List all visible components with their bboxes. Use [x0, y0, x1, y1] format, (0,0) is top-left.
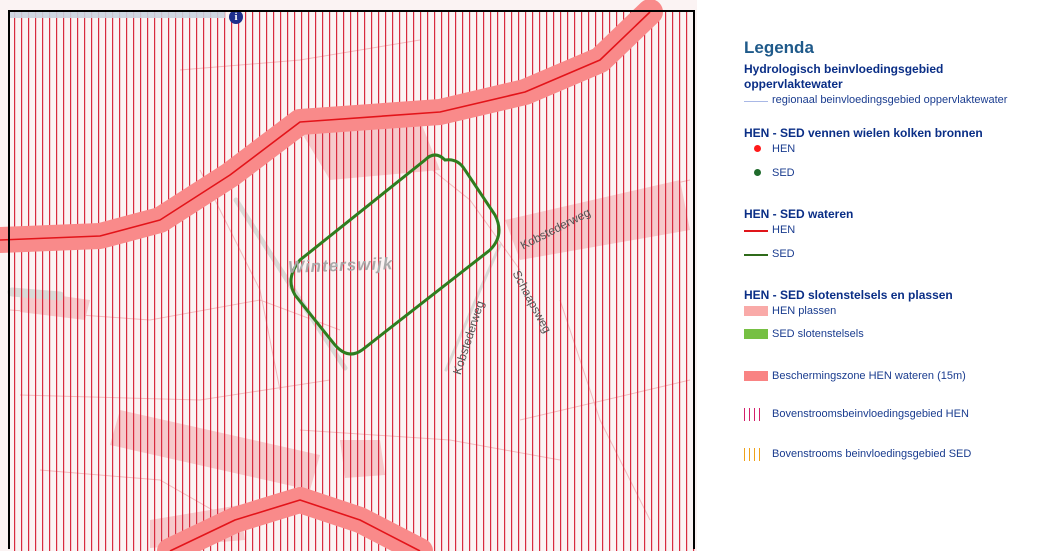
scale-bar [10, 12, 225, 18]
legend-item-label: regionaal beinvloedingsgebied oppervlakt… [772, 94, 1008, 106]
legend-title: Legenda [744, 38, 814, 57]
legend-item-label: SED slotenstelsels [772, 328, 864, 340]
map-canvas[interactable] [0, 0, 697, 551]
legend-group-title: HEN - SED vennen wielen kolken bronnen [744, 126, 983, 140]
green-dot-icon [754, 169, 761, 176]
legend-item-label: SED [772, 167, 795, 179]
pink-fill-icon [744, 306, 768, 316]
legend-item-sed-slotenstelsels: SED slotenstelsels [744, 328, 1044, 346]
legend-group-slotenstelsels: HEN - SED slotenstelsels en plassen HEN … [744, 288, 1044, 466]
legend-panel: Legenda Hydrologisch beinvloedingsgebied… [744, 38, 1044, 480]
thin-blue-line-icon [744, 101, 768, 102]
place-label-winterswijk: Winterswijk [287, 254, 394, 277]
legend-item-regionaal: regionaal beinvloedingsgebied oppervlakt… [744, 94, 1044, 112]
legend-item-beschermingszone: Beschermingszone HEN wateren (15m) [744, 370, 1044, 388]
green-line-icon [744, 254, 768, 256]
red-line-icon [744, 230, 768, 232]
legend-item-label: HEN [772, 224, 796, 236]
orange-hatch-icon [744, 448, 762, 461]
legend-group-wateren: HEN - SED wateren HEN SED [744, 207, 1044, 266]
legend-group-title: HEN - SED wateren [744, 207, 854, 221]
legend-item-label: Bovenstrooms beinvloedingsgebied SED [772, 448, 972, 460]
legend-item-hen-plassen: HEN plassen [744, 305, 1044, 323]
hen-streams [0, 11, 651, 551]
upstream-influence-hatch [10, 12, 695, 551]
red-hatch-icon [744, 408, 762, 421]
legend-item-bovenstrooms-sed: Bovenstrooms beinvloedingsgebied SED [744, 448, 1044, 466]
legend-group-vennen: HEN - SED vennen wielen kolken bronnen H… [744, 126, 1044, 185]
legend-group-hydrologisch: Hydrologisch beinvloedingsgebied oppervl… [744, 62, 1044, 112]
legend-item-label: HEN [772, 143, 796, 155]
legend-item-label: Beschermingszone HEN wateren (15m) [772, 370, 966, 382]
legend-item-bovenstrooms-hen: Bovenstroomsbeinvloedingsgebied HEN [744, 408, 1044, 426]
sed-area-outline[interactable] [289, 153, 501, 356]
green-fill-icon [744, 329, 768, 339]
red-dot-icon [754, 145, 761, 152]
legend-item-label: Bovenstroomsbeinvloedingsgebied HEN [772, 408, 969, 420]
salmon-fill-icon [744, 371, 768, 381]
legend-group-title: Hydrologisch beinvloedingsgebied oppervl… [744, 62, 944, 91]
legend-item-sed-line: SED [744, 248, 1044, 266]
map-view[interactable]: i Winterswijk Kobstederweg Kobstederweg … [0, 0, 697, 551]
legend-item-hen-line: HEN [744, 224, 1044, 242]
legend-item-hen-point: HEN [744, 143, 1044, 161]
legend-item-sed-point: SED [744, 167, 1044, 185]
info-icon[interactable]: i [229, 10, 243, 24]
legend-group-title: HEN - SED slotenstelsels en plassen [744, 288, 953, 302]
legend-item-label: SED [772, 248, 795, 260]
legend-item-label: HEN plassen [772, 305, 837, 317]
